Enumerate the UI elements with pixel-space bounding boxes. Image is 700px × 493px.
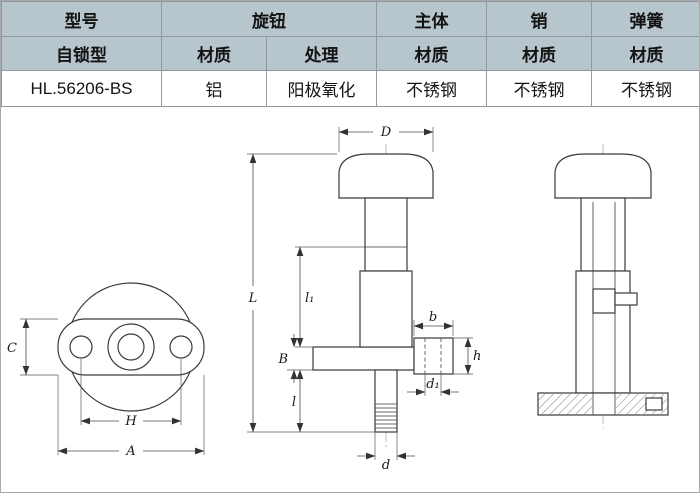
spec-value-row: HL.56206-BS 铝 阳极氧化 不锈钢 不锈钢 不锈钢 — [1, 70, 699, 107]
dim-A: A — [57, 375, 205, 459]
spring-material-value: 不锈钢 — [591, 70, 699, 107]
header-body-material: 材质 — [376, 36, 487, 71]
center-boss — [107, 323, 155, 371]
dim-label-d: d — [382, 458, 390, 473]
flange-hatch-left — [539, 394, 592, 414]
header-body: 主体 — [376, 1, 487, 37]
dim-label-D: D — [380, 125, 392, 140]
flange-plate — [312, 346, 415, 371]
header-spring: 弹簧 — [591, 1, 699, 37]
dim-label-H: H — [124, 414, 137, 429]
knob-stem — [580, 197, 626, 272]
knob-stem — [364, 197, 408, 272]
dim-d1: d₁ — [407, 374, 459, 396]
body-sleeve — [575, 270, 631, 394]
header-pin-material: 材质 — [486, 36, 592, 71]
dim-l: l — [292, 369, 304, 433]
body-sleeve — [359, 270, 413, 348]
dim-H: H — [80, 359, 182, 429]
dim-D: D — [338, 125, 434, 152]
pin-material-value: 不锈钢 — [486, 70, 592, 107]
dim-l1: l₁ — [295, 246, 365, 348]
dim-label-C: C — [7, 341, 17, 356]
mount-hole-right — [169, 335, 193, 359]
header-knob-finish: 处理 — [266, 36, 377, 71]
thread-lines — [375, 403, 397, 429]
dim-label-l: l — [292, 395, 296, 410]
dim-b: b — [413, 310, 454, 336]
knob-material-value: 铝 — [161, 70, 267, 107]
dim-L: L — [247, 153, 375, 433]
mount-hole-left — [69, 335, 93, 359]
dim-label-d1: d₁ — [426, 377, 440, 392]
dim-label-B: B — [277, 352, 288, 367]
knob-cap — [338, 153, 434, 199]
center-bore — [117, 333, 145, 361]
side-view: D L l₁ — [247, 125, 481, 473]
section-view — [537, 144, 669, 428]
technical-drawing: C H A — [7, 125, 669, 473]
lock-slot — [592, 288, 616, 314]
dim-d: d — [357, 432, 415, 473]
header-lock-type: 自锁型 — [1, 36, 162, 71]
model-number: HL.56206-BS — [1, 70, 162, 107]
dim-label-h: h — [473, 349, 481, 364]
knob-cap — [554, 153, 652, 199]
flange-step-cut — [645, 397, 663, 411]
front-view: C H A — [7, 282, 205, 459]
bore-lines — [592, 202, 616, 393]
dim-B: B — [277, 334, 313, 383]
flange-outline — [57, 318, 205, 376]
drawing-area: C H A — [1, 106, 699, 492]
dim-label-l1: l₁ — [305, 291, 314, 306]
spec-header-row-2: 自锁型 材质 处理 材质 材质 材质 — [1, 36, 699, 71]
dim-C: C — [7, 318, 58, 376]
plunger-pin — [374, 369, 398, 433]
header-spring-material: 材质 — [591, 36, 699, 71]
knob-finish-value: 阳极氧化 — [266, 70, 377, 107]
header-knob-material: 材质 — [161, 36, 267, 71]
dim-h: h — [453, 337, 481, 375]
dim-label-b: b — [429, 310, 437, 325]
header-model: 型号 — [1, 1, 162, 37]
body-material-value: 不锈钢 — [376, 70, 487, 107]
flange-boss — [413, 337, 454, 375]
dim-label-L: L — [248, 291, 258, 306]
header-knob: 旋钮 — [161, 1, 377, 37]
header-pin: 销 — [486, 1, 592, 37]
spec-header-row-1: 型号 旋钮 主体 销 弹簧 — [1, 1, 699, 37]
lock-tab — [614, 292, 638, 306]
dim-label-A: A — [125, 444, 135, 459]
spec-table: 型号 旋钮 主体 销 弹簧 自锁型 材质 处理 材质 材质 材质 HL.5620… — [1, 1, 699, 107]
